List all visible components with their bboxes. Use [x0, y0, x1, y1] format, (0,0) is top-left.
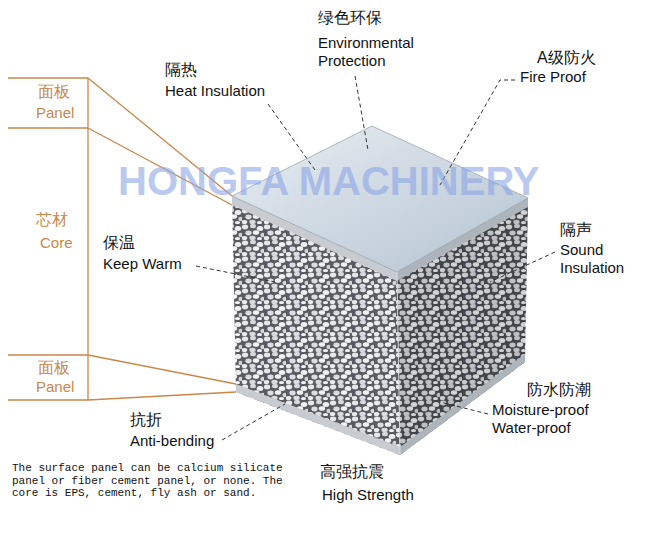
- feature-label: Environmental Protection: [318, 34, 446, 70]
- feature-label-zh: 保温: [103, 233, 135, 252]
- layer-bracket: [8, 78, 236, 400]
- note: The surface panel can be calcium silicat…: [12, 462, 302, 500]
- feature-label-zh: 抗折: [130, 410, 162, 429]
- layer-label-zh: 芯材: [36, 210, 68, 229]
- layer-label: Panel: [36, 104, 74, 122]
- feature-label-zh: 防水防潮: [527, 380, 591, 399]
- feature-label: Fire Proof: [520, 68, 586, 86]
- feature-label-zh: 隔热: [165, 60, 197, 79]
- layer-label: Panel: [36, 378, 74, 396]
- layer-label-zh: 面板: [38, 82, 70, 101]
- bottom-skin: [236, 384, 400, 455]
- feature-label-zh: 高强抗震: [320, 462, 384, 481]
- feature-label: Heat Insulation: [165, 82, 265, 100]
- watermark: HONGFA MACHINERY: [118, 157, 539, 205]
- feature-label: Anti-bending: [130, 432, 214, 450]
- feature-label: High Strength: [322, 486, 414, 504]
- feature-label: Keep Warm: [103, 255, 182, 273]
- feature-label-zh: 隔声: [560, 220, 592, 239]
- feature-label-zh: 绿色环保: [318, 8, 382, 27]
- feature-label: Moisture-proof Water-proof: [492, 401, 617, 437]
- feature-label: Sound Insulation: [560, 241, 655, 277]
- feature-label-zh: A级防火: [537, 48, 596, 67]
- layer-label: Core: [40, 234, 73, 252]
- leader-lines: [196, 76, 555, 440]
- layer-label-zh: 面板: [38, 358, 70, 377]
